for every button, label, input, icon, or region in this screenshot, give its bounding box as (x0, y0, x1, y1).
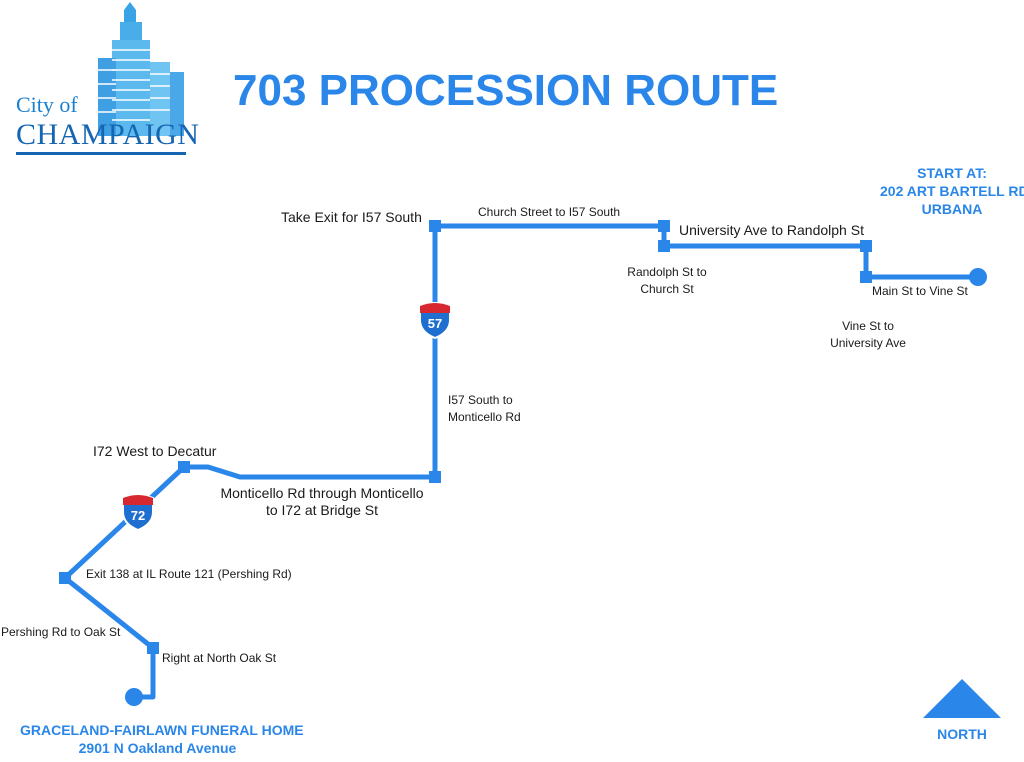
waypoint-vine-university (860, 240, 872, 252)
label-church-i57: Church Street to I57 South (478, 205, 621, 219)
waypoint-oak-st (147, 642, 159, 654)
label-randolph-church: Randolph St to Church St (617, 264, 717, 298)
label-i57-monticello-line1: I57 South to (448, 393, 513, 407)
end-point-marker (125, 688, 143, 706)
label-i57-monticello-line2: Monticello Rd (448, 410, 521, 424)
label-monticello-road-line1: Monticello Rd through Monticello (220, 485, 424, 501)
end-label-line2: 2901 N Oakland Avenue (78, 740, 237, 756)
waypoint-university-randolph (658, 240, 670, 252)
label-i57-monticello: I57 South to Monticello Rd (448, 392, 521, 426)
end-label: GRACELAND-FAIRLAWN FUNERAL HOME 2901 N O… (20, 721, 304, 757)
label-right-oak: Right at North Oak St (162, 651, 277, 665)
waypoint-exit-138 (59, 572, 71, 584)
interstate-57-shield-icon: 57 (419, 302, 451, 340)
start-label-line1: START AT: (917, 165, 987, 181)
interstate-72-shield-icon: 72 (122, 494, 154, 532)
waypoint-randolph-church (658, 220, 670, 232)
label-pershing-oak: Pershing Rd to Oak St (1, 625, 121, 639)
north-label: NORTH (937, 726, 987, 742)
waypoint-i72 (178, 461, 190, 473)
label-exit-138: Exit 138 at IL Route 121 (Pershing Rd) (86, 567, 292, 581)
label-take-exit: Take Exit for I57 South (281, 209, 422, 225)
north-arrow-icon (923, 679, 1001, 718)
start-label-line3: URBANA (921, 201, 983, 217)
shield-57-number: 57 (428, 316, 442, 331)
label-vine-university: Vine St to University Ave (818, 318, 918, 352)
label-vine-university-line1: Vine St to (842, 319, 894, 333)
logo-city-of: City of (16, 92, 78, 117)
city-building-icon (16, 2, 186, 155)
page-title: 703 PROCESSION ROUTE (233, 66, 779, 115)
start-label: START AT: 202 ART BARTELL RD URBANA (880, 164, 1024, 218)
start-point-marker (969, 268, 987, 286)
label-i72-decatur: I72 West to Decatur (93, 443, 217, 459)
waypoint-monticello (429, 471, 441, 483)
logo-champaign: CHAMPAIGN (16, 118, 200, 151)
waypoint-main-vine (860, 271, 872, 283)
label-monticello-road: Monticello Rd through Monticello to I72 … (212, 485, 432, 519)
end-label-line1: GRACELAND-FAIRLAWN FUNERAL HOME (20, 722, 304, 738)
waypoint-i57-exit (429, 220, 441, 232)
label-vine-university-line2: University Ave (830, 336, 906, 350)
label-monticello-road-line2: to I72 at Bridge St (265, 502, 379, 518)
start-label-line2: 202 ART BARTELL RD (880, 183, 1024, 199)
label-university-randolph: University Ave to Randolph St (679, 222, 864, 238)
procession-route-line (62, 223, 978, 700)
label-randolph-church-line2: Church St (640, 282, 694, 296)
city-logo (12, 0, 192, 160)
shield-72-number: 72 (131, 508, 145, 523)
label-randolph-church-line1: Randolph St to (627, 265, 707, 279)
label-main-vine: Main St to Vine St (872, 284, 968, 298)
